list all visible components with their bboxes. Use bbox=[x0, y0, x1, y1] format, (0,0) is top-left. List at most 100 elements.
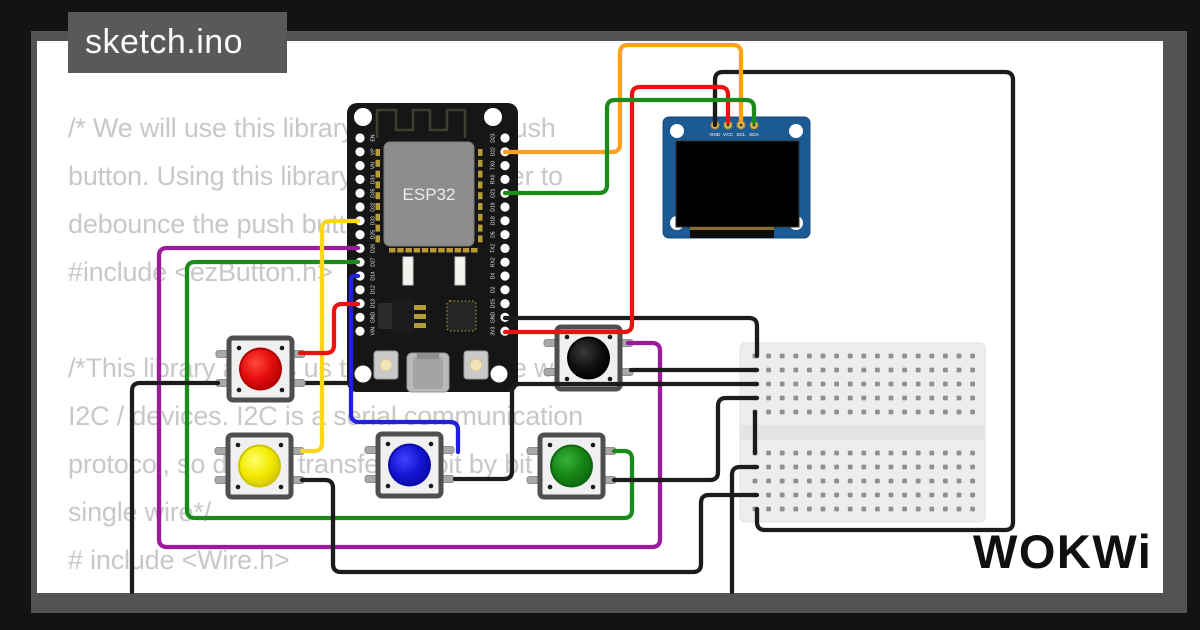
breadboard-hole bbox=[888, 464, 894, 470]
pin-d34[interactable] bbox=[355, 174, 365, 184]
pushbutton-red[interactable] bbox=[215, 335, 306, 403]
breadboard-hole bbox=[970, 492, 975, 498]
pin-rx2[interactable] bbox=[500, 257, 510, 267]
breadboard-hole bbox=[915, 367, 921, 373]
breadboard-hole bbox=[902, 353, 907, 359]
breadboard-hole bbox=[793, 395, 799, 401]
breadboard-hole bbox=[956, 395, 962, 401]
breadboard-hole bbox=[915, 353, 921, 359]
wire-red-button-left-exit[interactable] bbox=[129, 380, 221, 595]
pushbutton-black[interactable] bbox=[543, 324, 634, 392]
breadboard-hole bbox=[915, 478, 921, 484]
oled-screen bbox=[675, 140, 800, 228]
wire-green-button-breadboard[interactable] bbox=[611, 395, 760, 483]
breadboard-hole bbox=[929, 381, 935, 387]
breadboard-hole bbox=[956, 464, 962, 470]
breadboard-hole bbox=[793, 506, 799, 512]
wire-breadboard-bottom-exit[interactable] bbox=[729, 464, 760, 595]
breadboard-hole bbox=[929, 450, 935, 456]
wire-3v3-oled-vcc[interactable] bbox=[502, 84, 731, 335]
breadboard-hole bbox=[943, 492, 948, 498]
button-cap-black[interactable] bbox=[569, 338, 608, 378]
pin-tx0[interactable] bbox=[500, 161, 510, 171]
button-cap-green[interactable] bbox=[552, 446, 591, 486]
breadboard-hole bbox=[929, 409, 935, 415]
pin-d2[interactable] bbox=[500, 285, 510, 295]
pin-tx2[interactable] bbox=[500, 243, 510, 253]
pin-label: D12 bbox=[370, 285, 376, 294]
wire-d33-yellow-button[interactable] bbox=[299, 218, 361, 454]
breadboard-hole bbox=[834, 450, 839, 456]
pin-d32[interactable] bbox=[355, 202, 365, 212]
esp32-label: ESP32 bbox=[403, 185, 456, 204]
button-cap-red[interactable] bbox=[241, 349, 280, 389]
pin-label: 3V3 bbox=[490, 327, 496, 336]
code-line: I2C / devices. I2C is a serial communica… bbox=[68, 401, 583, 431]
pin-d35[interactable] bbox=[355, 188, 365, 198]
pin-d23[interactable] bbox=[500, 133, 510, 143]
pin-label: D15 bbox=[490, 299, 496, 308]
file-tab-sketch-ino[interactable]: sketch.ino bbox=[68, 12, 287, 73]
pin-label: D23 bbox=[490, 133, 496, 142]
breadboard-hole bbox=[943, 450, 948, 456]
breadboard-hole bbox=[970, 409, 975, 415]
pin-d18[interactable] bbox=[500, 216, 510, 226]
wire-oled-gnd-breadboard[interactable] bbox=[712, 69, 1016, 533]
pin-rx0[interactable] bbox=[500, 174, 510, 184]
button-cap-yellow[interactable] bbox=[240, 446, 279, 486]
breadboard-hole bbox=[888, 506, 894, 512]
breadboard-hole bbox=[888, 409, 894, 415]
pin-label: SCL bbox=[736, 132, 746, 138]
button-cap-blue[interactable] bbox=[390, 445, 429, 485]
wire-d27-green-button[interactable] bbox=[184, 259, 635, 521]
pin-gnd[interactable] bbox=[355, 312, 365, 322]
breadboard-hole bbox=[956, 381, 962, 387]
breadboard-hole bbox=[779, 409, 785, 415]
breadboard-hole bbox=[875, 395, 880, 401]
pin-vin[interactable] bbox=[355, 326, 365, 336]
pin-d15[interactable] bbox=[500, 299, 510, 309]
pushbutton-blue[interactable] bbox=[364, 431, 455, 499]
breadboard-hole bbox=[766, 464, 771, 470]
breadboard[interactable] bbox=[739, 342, 986, 523]
breadboard-hole bbox=[861, 395, 867, 401]
breadboard-hole bbox=[766, 506, 771, 512]
wire-d14-blue-button[interactable] bbox=[348, 273, 461, 455]
pin-d5[interactable] bbox=[500, 230, 510, 240]
breadboard-hole bbox=[820, 464, 826, 470]
code-line: single wire*/ bbox=[68, 497, 211, 527]
breadboard-hole bbox=[834, 367, 839, 373]
breadboard-hole bbox=[834, 395, 839, 401]
pushbutton-green[interactable] bbox=[526, 432, 617, 500]
breadboard-hole bbox=[847, 367, 853, 373]
wire-d22-oled-scl[interactable] bbox=[502, 42, 744, 155]
pin-vn[interactable] bbox=[355, 161, 365, 171]
breadboard-hole bbox=[943, 367, 948, 373]
breadboard-hole bbox=[875, 478, 880, 484]
pin-d12[interactable] bbox=[355, 285, 365, 295]
pin-en[interactable] bbox=[355, 133, 365, 143]
breadboard-hole bbox=[820, 450, 826, 456]
wire-d21-oled-sda[interactable] bbox=[502, 97, 757, 196]
wokwi-logo: WOKWi bbox=[973, 525, 1152, 578]
wire-esp-gnd-breadboard[interactable] bbox=[502, 315, 760, 359]
wire-d26-black-button[interactable] bbox=[156, 245, 663, 550]
pin-d25[interactable] bbox=[355, 230, 365, 240]
pin-d4[interactable] bbox=[500, 271, 510, 281]
pin-d19[interactable] bbox=[500, 202, 510, 212]
wire-yellow-button-breadboard[interactable] bbox=[299, 477, 760, 575]
pushbutton-yellow[interactable] bbox=[214, 432, 305, 500]
breadboard-hole bbox=[766, 450, 771, 456]
breadboard-hole bbox=[929, 492, 935, 498]
breadboard-hole bbox=[970, 464, 975, 470]
pin-vp[interactable] bbox=[355, 147, 365, 157]
esp32-board[interactable]: ESP32ENVPVND34D35D32D33D25D26D27D14D12D1… bbox=[347, 103, 518, 393]
wokwi-logo-text: WOKWi bbox=[973, 525, 1152, 578]
wire-blue-button-breadboard[interactable] bbox=[452, 381, 760, 482]
pin-label: D14 bbox=[370, 271, 376, 280]
breadboard-hole bbox=[888, 353, 894, 359]
breadboard-hole bbox=[834, 492, 839, 498]
wire-d13-red-button[interactable] bbox=[297, 301, 361, 356]
